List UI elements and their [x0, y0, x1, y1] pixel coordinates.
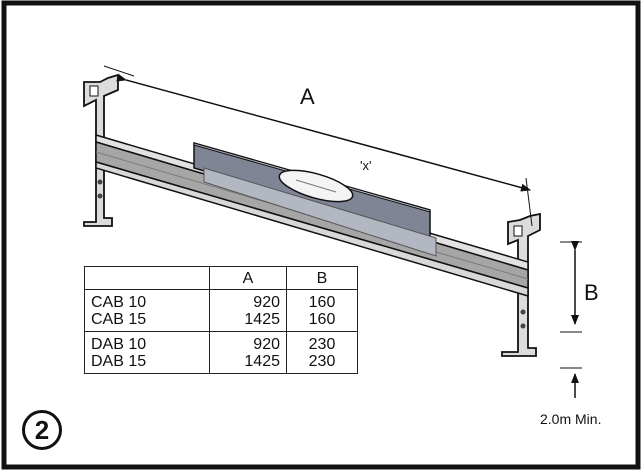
- b-value-cell: 160: [286, 311, 358, 332]
- minimum-height-note: 2.0m Min.: [540, 411, 602, 427]
- model-cell: DAB 10: [84, 331, 210, 353]
- a-value-cell: 920: [209, 331, 287, 353]
- a-value-cell: 920: [209, 289, 287, 311]
- table-row: CAB 10 920 160: [84, 289, 358, 311]
- b-value-cell: 160: [286, 289, 358, 311]
- b-value-cell: 230: [286, 331, 358, 353]
- minimum-height-arrow: [560, 367, 582, 398]
- model-cell: CAB 15: [84, 311, 210, 332]
- dimension-a-arrow: [116, 73, 531, 192]
- table-row: CAB 15 1425 160: [84, 311, 358, 332]
- dimension-b-arrow: [560, 241, 582, 333]
- table-row: DAB 15 1425 230: [84, 353, 358, 374]
- model-cell: DAB 15: [84, 353, 210, 374]
- step-number-badge: 2: [22, 410, 62, 450]
- table-header-cell: [84, 266, 210, 290]
- dimension-b-label: B: [584, 280, 599, 305]
- table-row: DAB 10 920 230: [84, 331, 358, 353]
- table-header-cell: B: [286, 266, 358, 290]
- dimension-a-label: A: [300, 84, 315, 109]
- table-header-cell: A: [209, 266, 287, 290]
- dimension-table: A B CAB 10 920 160 CAB 15 1425 160 DAB 1…: [84, 266, 358, 374]
- a-value-cell: 1425: [209, 311, 287, 332]
- a-value-cell: 1425: [209, 353, 287, 374]
- level-mark-label: 'x': [360, 158, 372, 173]
- table-header-row: A B: [84, 266, 358, 290]
- model-cell: CAB 10: [84, 289, 210, 311]
- b-value-cell: 230: [286, 353, 358, 374]
